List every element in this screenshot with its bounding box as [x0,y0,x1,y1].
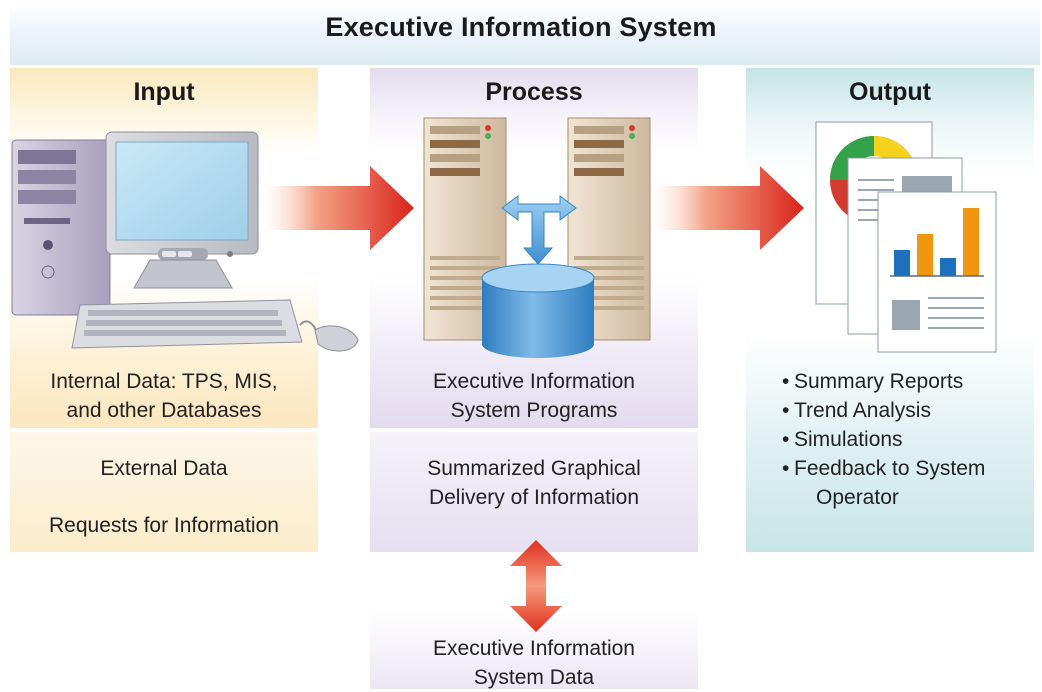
bullet-icon: • [782,457,790,480]
server-tower-icon [423,117,651,358]
bullet-icon: • [782,428,790,451]
process-delivery-line-1: Summarized Graphical [427,457,641,480]
list-item: •Feedback to System [782,454,1032,483]
list-item: •Summary Reports [782,367,1032,396]
input-panel-lower [10,432,318,552]
process-delivery-line-2: Delivery of Information [428,486,640,509]
input-internal-data: Internal Data: TPS, MIS, and other Datab… [10,367,318,425]
input-external-data: External Data [100,457,228,480]
input-internal-line-1: Internal Data: TPS, MIS, [50,370,278,393]
title-band [10,5,1040,65]
process-panel-lower [370,432,698,552]
process-programs: Executive Information System Programs [370,367,698,425]
list-item: •Trend Analysis [782,396,1032,425]
list-item: •Simulations [782,425,1032,454]
process-heading: Process [485,78,583,106]
output-heading: Output [849,78,931,106]
process-data-line-1: Executive Information [433,637,635,660]
process-delivery: Summarized Graphical Delivery of Informa… [370,454,698,512]
desktop-computer-icon [11,131,359,352]
report-documents-icon [815,121,997,353]
process-to-output-arrow-icon [652,166,804,250]
process-programs-line-2: System Programs [450,399,618,422]
process-data-line-2: System Data [473,666,595,689]
diagram-title: Executive Information System [325,12,717,42]
process-data-double-arrow-icon [510,540,562,632]
process-programs-line-1: Executive Information [433,370,635,393]
input-internal-line-2: and other Databases [66,399,262,422]
bullet-icon: • [782,370,790,393]
list-item-continuation: Operator [816,486,899,509]
bullet-icon: • [782,399,790,422]
output-list: •Summary Reports •Trend Analysis •Simula… [782,367,1032,512]
input-requests: Requests for Information [49,514,279,537]
process-data: Executive Information System Data [370,634,698,692]
input-heading: Input [133,78,195,106]
input-to-process-arrow-icon [262,166,414,250]
